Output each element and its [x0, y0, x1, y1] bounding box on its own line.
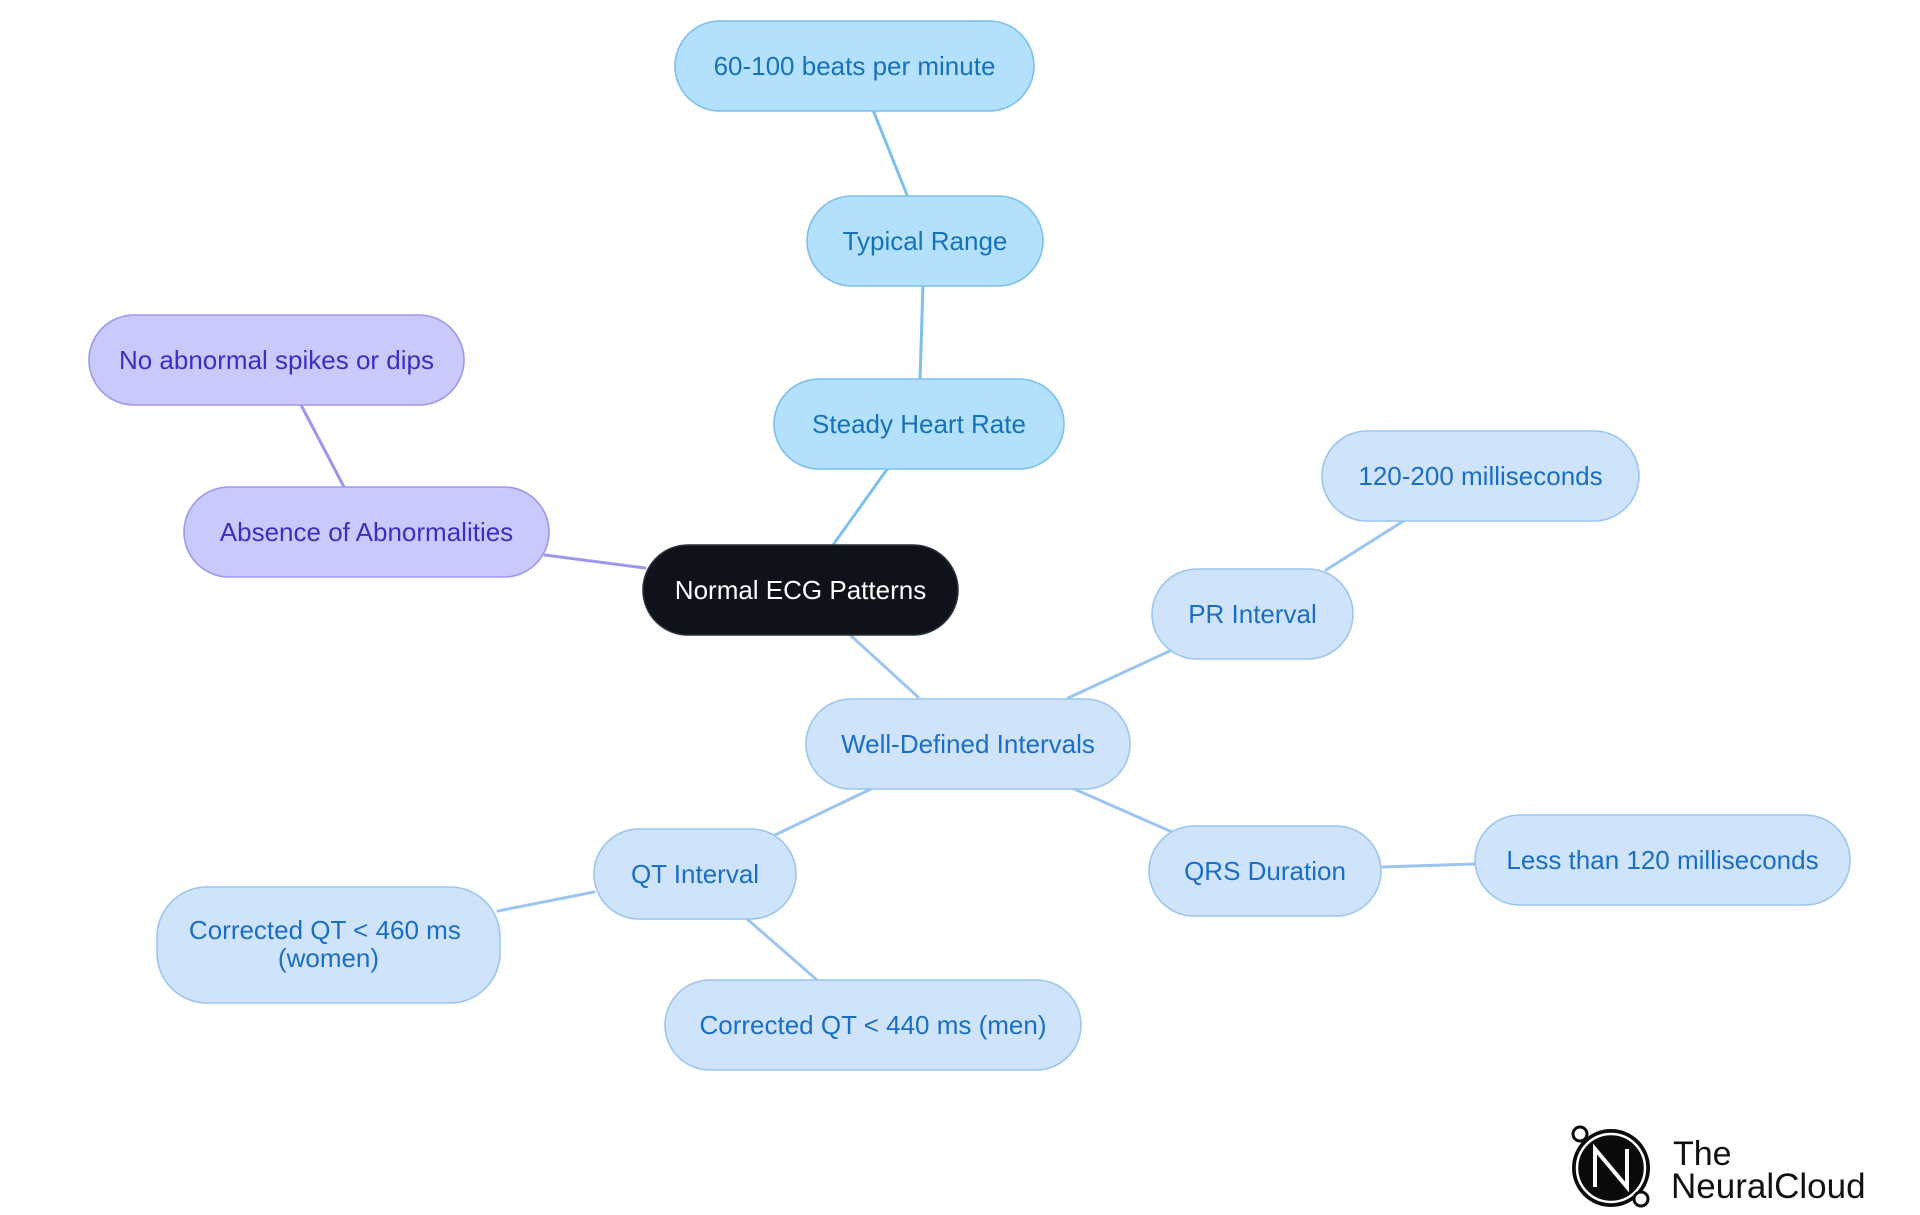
node-qt-men[interactable]: Corrected QT < 440 ms (men) — [664, 979, 1082, 1071]
node-no-abnormal-spikes[interactable]: No abnormal spikes or dips — [88, 314, 465, 406]
logo-mark-icon — [1571, 1125, 1650, 1208]
edge-intervals-qrs — [1070, 786, 1174, 834]
node-qt-women-label: Corrected QT < 460 ms (women) — [189, 915, 468, 973]
node-60-100-bpm-label: 60-100 beats per minute — [714, 51, 996, 81]
node-steady-heart-rate[interactable]: Steady Heart Rate — [773, 378, 1065, 470]
edge-steady-typical — [918, 282, 925, 382]
edge-root-steady — [831, 466, 890, 547]
node-pr-interval-label: PR Interval — [1188, 599, 1317, 629]
logo-line1: The — [1673, 1135, 1732, 1173]
node-absence-of-abnormalities-label: Absence of Abnormalities — [220, 517, 513, 547]
node-qt-interval[interactable]: QT Interval — [593, 828, 797, 920]
node-well-defined-intervals[interactable]: Well-Defined Intervals — [805, 698, 1131, 790]
edge-pr-prval — [1324, 518, 1407, 572]
edge-typical-bpm — [871, 108, 909, 197]
node-pr-interval[interactable]: PR Interval — [1151, 568, 1354, 660]
node-qrs-duration-value[interactable]: Less than 120 milliseconds — [1474, 814, 1851, 906]
node-qrs-duration[interactable]: QRS Duration — [1148, 825, 1382, 917]
node-qt-men-label: Corrected QT < 440 ms (men) — [699, 1010, 1046, 1040]
node-typical-range[interactable]: Typical Range — [806, 195, 1044, 287]
node-root[interactable]: Normal ECG Patterns — [642, 544, 959, 636]
node-qrs-duration-label: QRS Duration — [1184, 856, 1346, 886]
node-no-abnormal-spikes-label: No abnormal spikes or dips — [119, 345, 434, 375]
node-absence-of-abnormalities[interactable]: Absence of Abnormalities — [183, 486, 550, 578]
edge-intervals-pr — [1066, 648, 1174, 700]
node-steady-heart-rate-label: Steady Heart Rate — [812, 409, 1026, 439]
node-pr-interval-value[interactable]: 120-200 milliseconds — [1321, 430, 1640, 522]
node-qt-women[interactable]: Corrected QT < 460 ms (women) — [156, 886, 501, 1004]
node-root-label: Normal ECG Patterns — [675, 575, 926, 605]
node-typical-range-label: Typical Range — [843, 226, 1008, 256]
node-pr-interval-value-label: 120-200 milliseconds — [1358, 461, 1602, 491]
edge-root-absence — [543, 553, 647, 570]
edge-qt-women — [496, 890, 596, 913]
logo-line2: NeuralCloud — [1671, 1167, 1866, 1206]
node-60-100-bpm[interactable]: 60-100 beats per minute — [674, 20, 1035, 112]
nodes: Normal ECG Patterns Steady Heart Rate Ty… — [88, 20, 1851, 1071]
node-well-defined-intervals-label: Well-Defined Intervals — [841, 729, 1095, 759]
edge-root-intervals — [846, 631, 920, 699]
edge-intervals-qt — [773, 786, 875, 837]
node-qrs-duration-value-label: Less than 120 milliseconds — [1506, 845, 1818, 875]
edge-qt-men — [744, 916, 819, 982]
edge-absence-spikes — [298, 401, 346, 489]
neuralcloud-logo: The NeuralCloud — [1571, 1125, 1866, 1208]
edges — [298, 108, 1476, 982]
node-qt-interval-label: QT Interval — [631, 859, 759, 889]
edge-qrs-qrsval — [1380, 862, 1476, 869]
